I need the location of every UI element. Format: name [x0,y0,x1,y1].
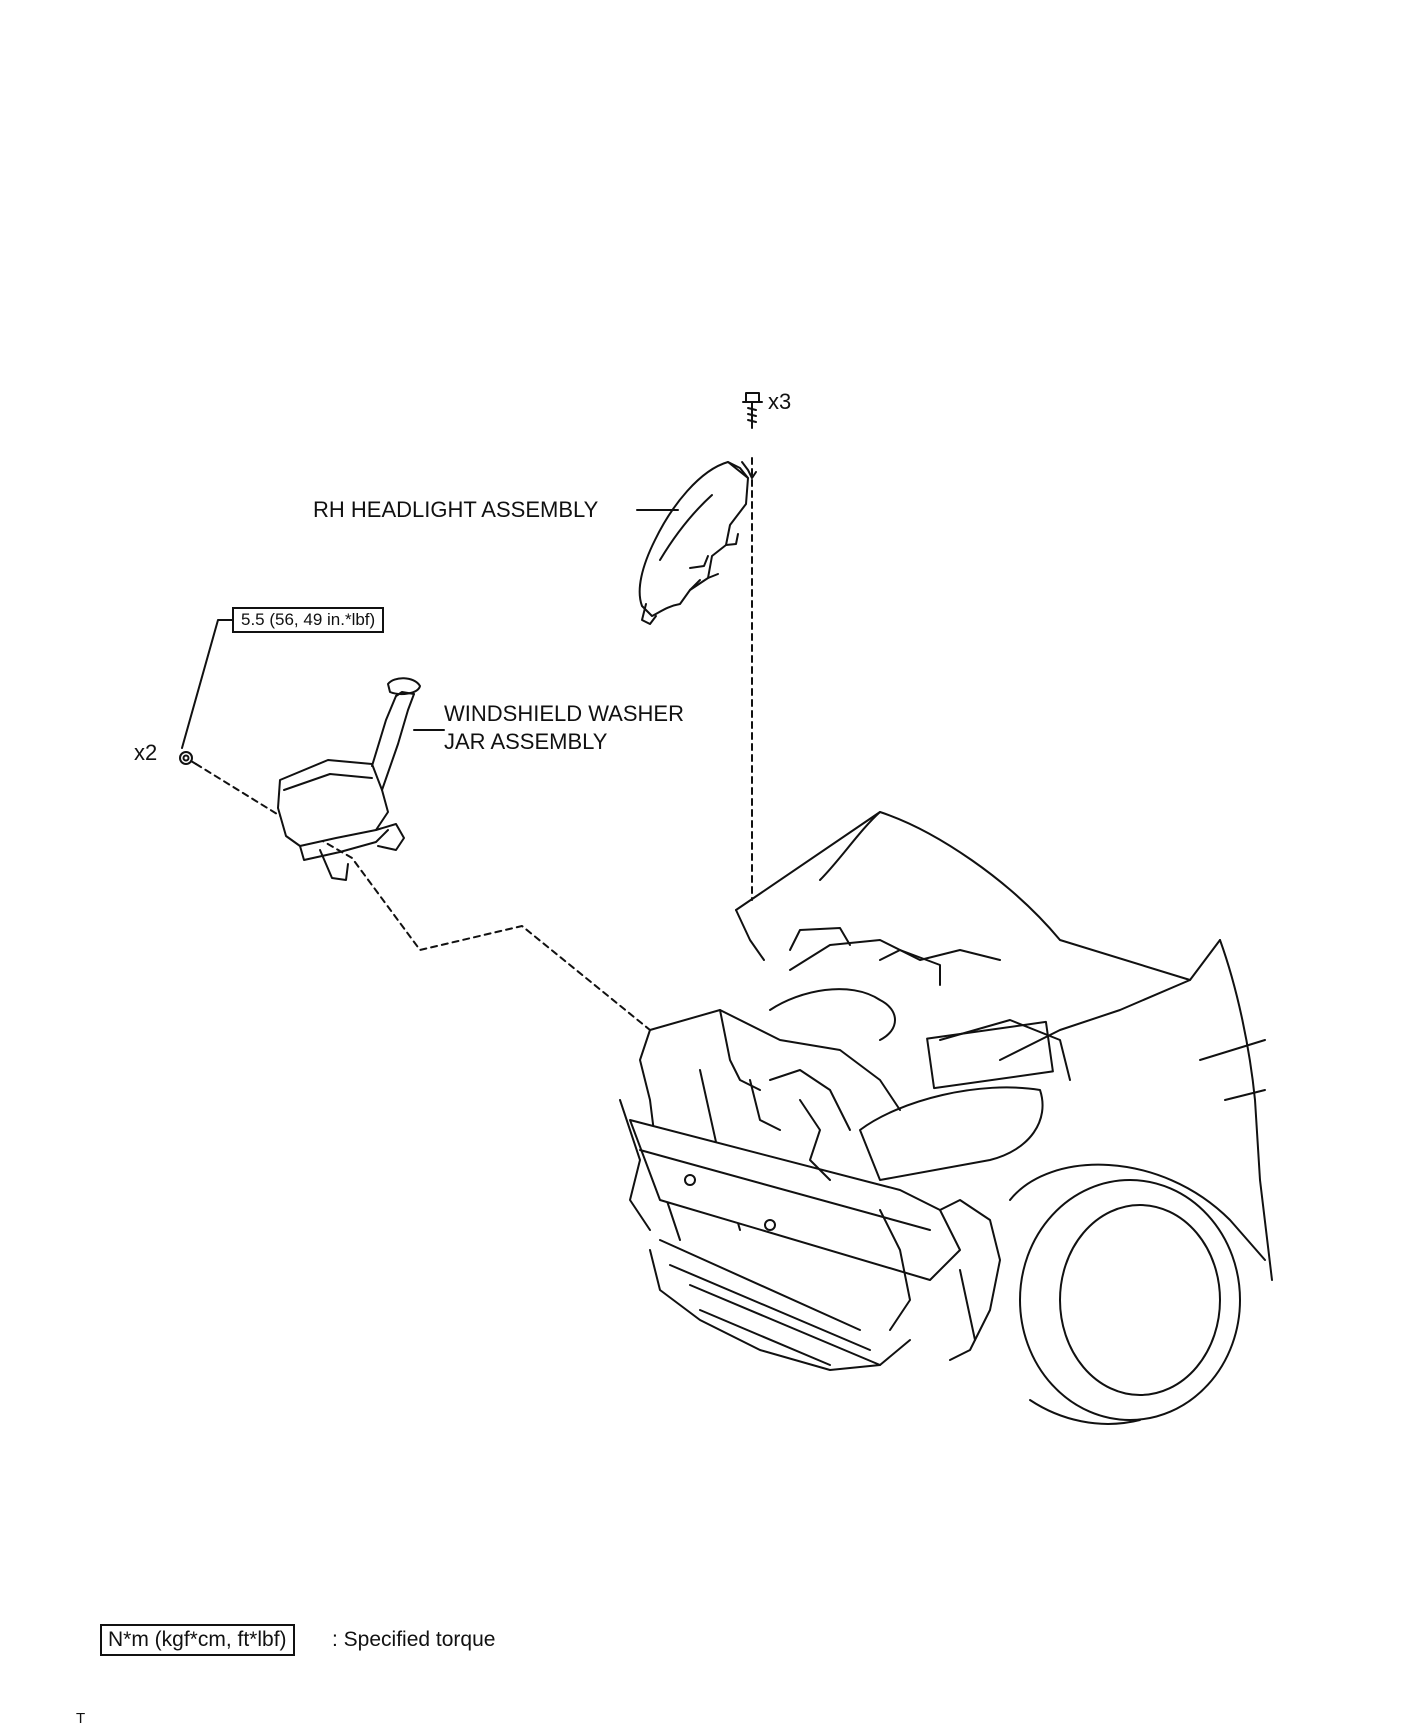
vehicle-front-end [619,811,1273,1425]
washer-jar-label-line2: JAR ASSEMBLY [444,729,608,754]
qty-label-washer-bolts: x2 [134,740,158,765]
washer-jar-label-line1: WINDSHIELD WASHER [444,701,684,726]
corner-mark: T [76,1710,86,1727]
rh-headlight-assembly [638,461,757,625]
headlight-bolt-icon [742,392,763,429]
torque-legend-box: N*m (kgf*cm, ft*lbf) [100,1624,295,1656]
qty-label-headlight-bolts: x3 [768,389,792,414]
headlight-assembly-label: RH HEADLIGHT ASSEMBLY [313,497,599,522]
torque-spec-box: 5.5 (56, 49 in.*lbf) [232,607,385,633]
torque-legend-description: : Specified torque [332,1628,496,1651]
windshield-washer-jar [277,677,421,881]
washer-bolt-icon [179,751,197,765]
